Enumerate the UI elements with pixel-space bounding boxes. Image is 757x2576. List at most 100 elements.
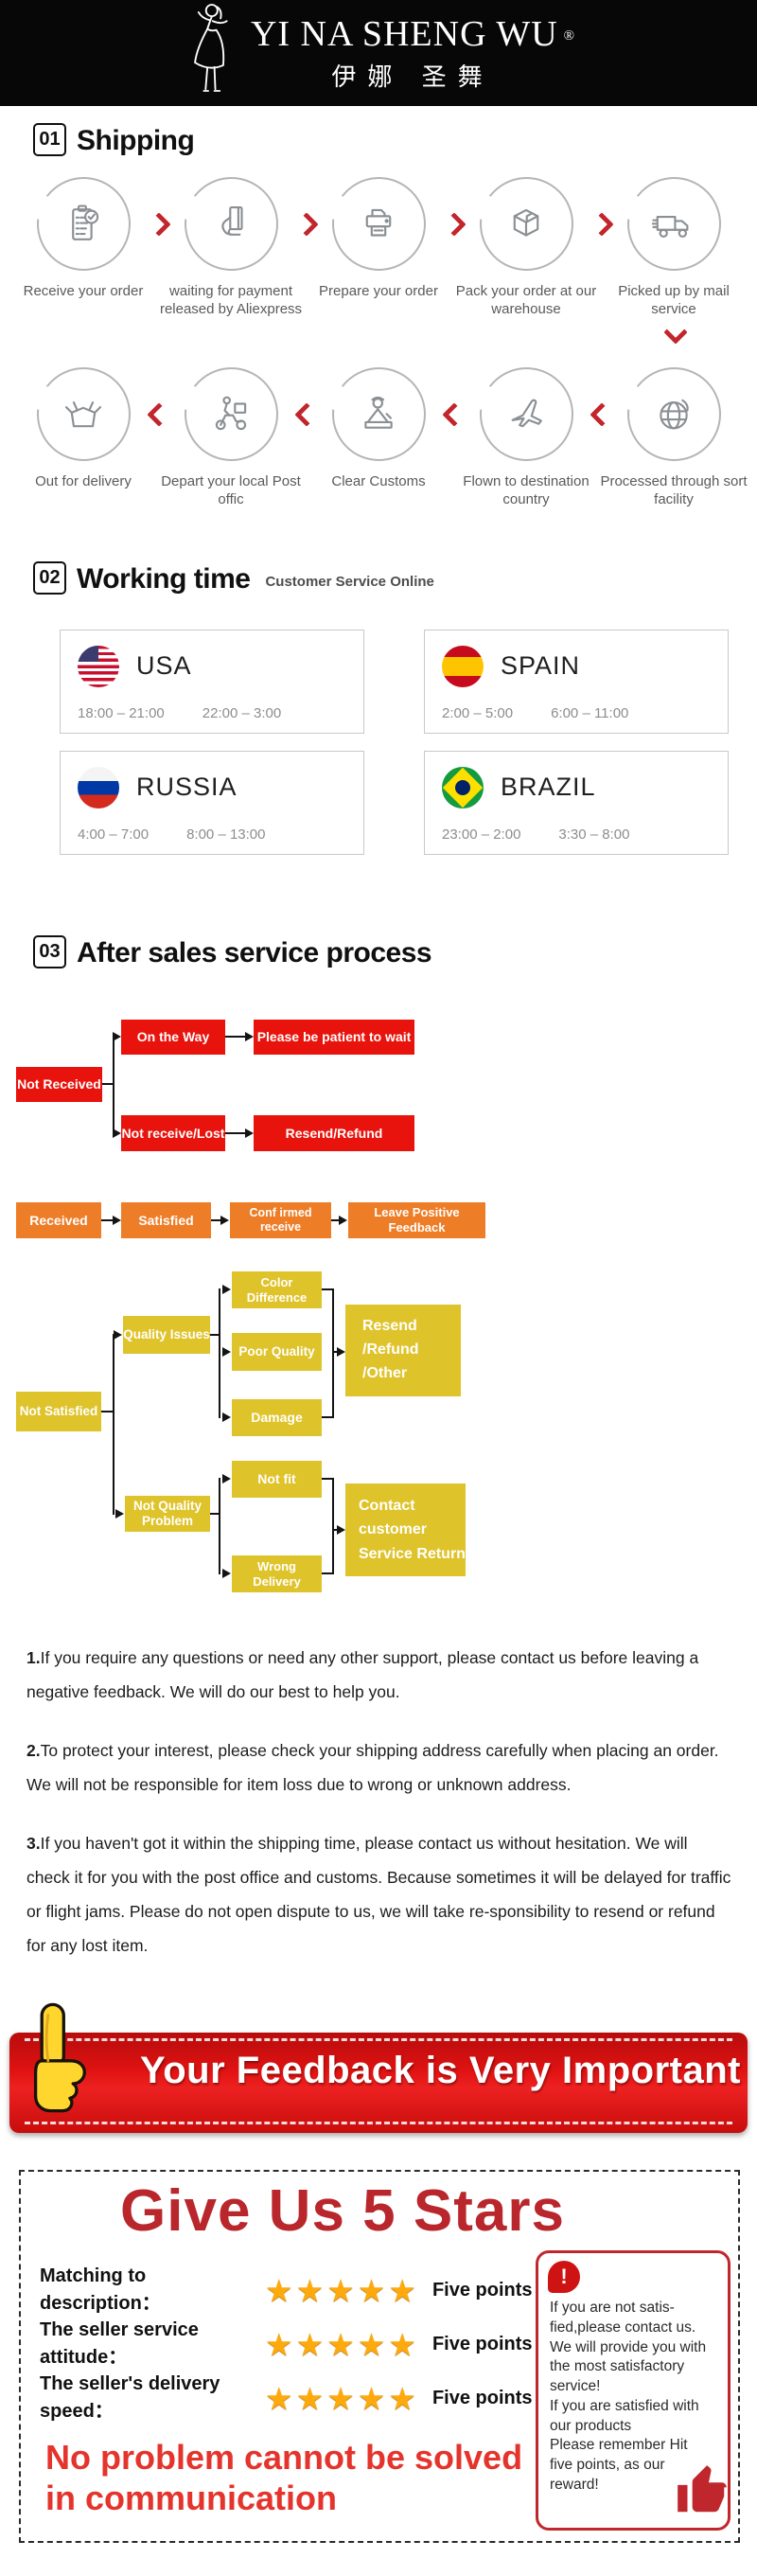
flow-connector bbox=[322, 1416, 333, 1418]
flow-arrowhead bbox=[113, 1128, 121, 1138]
red-thumbs-up-icon bbox=[673, 2461, 731, 2524]
scooter-icon bbox=[215, 396, 247, 430]
rating-row: The seller service attitude： ★★★★★ Five … bbox=[40, 2319, 533, 2368]
shipping-step: Pack your order at our warehouse bbox=[452, 177, 600, 319]
flow-connector bbox=[219, 1288, 220, 1418]
note-paragraph: 2.To protect your interest, please check… bbox=[26, 1733, 734, 1802]
flow-connector bbox=[332, 1529, 338, 1531]
step-label: Depart your local Post offic bbox=[161, 473, 301, 507]
section-title: After sales service process bbox=[77, 937, 432, 968]
exclamation-icon bbox=[548, 2261, 580, 2293]
section-number-badge: 02 bbox=[33, 561, 66, 595]
star-icon: ★ bbox=[265, 2380, 293, 2416]
star-icon: ★ bbox=[295, 2326, 325, 2362]
flow-arrowhead bbox=[339, 1216, 347, 1225]
flow-connector bbox=[322, 1288, 333, 1290]
feedback-banner: Your Feedback is Very Important bbox=[0, 1983, 757, 2142]
step-label: Pack your order at our warehouse bbox=[455, 283, 597, 317]
step-circle bbox=[626, 367, 721, 461]
star-icon: ★ bbox=[326, 2272, 355, 2308]
shipping-step: Processed through sort facility bbox=[600, 367, 748, 509]
shipping-section-heading: 01 Shipping bbox=[33, 123, 195, 156]
airplane-icon bbox=[511, 399, 542, 427]
payment-card-hand-icon bbox=[221, 205, 243, 236]
country-name: BRAZIL bbox=[501, 773, 596, 801]
star-icon: ★ bbox=[265, 2272, 293, 2308]
star-icon: ★ bbox=[265, 2326, 293, 2362]
flow-box-confirmed-receive: Conf irmed receive bbox=[230, 1202, 331, 1238]
order-checklist-icon bbox=[72, 204, 99, 240]
flow-box-wrong-delivery: Wrong Delivery bbox=[232, 1555, 322, 1592]
registered-mark: ® bbox=[563, 27, 575, 44]
star-icon: ★ bbox=[388, 2380, 416, 2416]
working-time-card-russia: RUSSIA 4:00 – 7:00 8:00 – 13:00 bbox=[60, 751, 364, 855]
working-time-card-usa: USA 18:00 – 21:00 22:00 – 3:00 bbox=[60, 630, 364, 734]
note-paragraph: 3.If you haven't got it within the shipp… bbox=[26, 1826, 734, 1963]
russia-flag-icon bbox=[78, 767, 119, 808]
flow-connector bbox=[211, 1219, 221, 1221]
flow-connector bbox=[322, 1478, 333, 1480]
usa-flag-icon bbox=[78, 646, 119, 687]
delivery-truck-icon bbox=[652, 215, 689, 238]
banner-text: Your Feedback is Very Important bbox=[140, 2050, 741, 2091]
flow-box-resend-refund: Resend/Refund bbox=[254, 1115, 414, 1151]
flow-arrowhead bbox=[222, 1347, 231, 1357]
rating-points: Five points bbox=[431, 2387, 533, 2408]
flow-arrowhead bbox=[245, 1128, 254, 1138]
flow-connector bbox=[225, 1036, 246, 1038]
time-range: 8:00 – 13:00 bbox=[186, 826, 266, 843]
step-label: Out for delivery bbox=[35, 473, 132, 489]
section-title: Working time bbox=[77, 563, 251, 595]
flow-connector bbox=[210, 1513, 220, 1515]
flow-arrowhead bbox=[222, 1285, 231, 1294]
country-name: USA bbox=[136, 651, 192, 680]
shipping-step: Flown to destination country bbox=[452, 367, 600, 509]
globe-icon bbox=[660, 399, 689, 429]
brazil-flag-icon bbox=[442, 767, 484, 808]
working-time-card-spain: SPAIN 2:00 – 5:00 6:00 – 11:00 bbox=[424, 630, 729, 734]
shipping-step: Clear Customs bbox=[305, 367, 452, 491]
brand-name-cjk: 伊娜 圣舞 bbox=[331, 62, 494, 91]
time-range: 6:00 – 11:00 bbox=[551, 705, 629, 721]
flow-connector bbox=[102, 1083, 114, 1085]
flow-arrowhead bbox=[222, 1412, 231, 1422]
note-number: 1. bbox=[26, 1648, 41, 1667]
note-number: 3. bbox=[26, 1834, 41, 1853]
thumbs-up-icon bbox=[19, 1983, 102, 2147]
flow-box-satisfied: Satisfied bbox=[121, 1202, 211, 1238]
package-box-icon bbox=[513, 208, 539, 237]
rating-row: Matching to description： ★★★★★ Five poin… bbox=[40, 2265, 533, 2314]
rating-points: Five points bbox=[431, 2279, 533, 2301]
star-icon: ★ bbox=[326, 2380, 355, 2416]
flow-arrowhead bbox=[245, 1032, 254, 1041]
header: YI NA SHENG WU® 伊娜 圣舞 bbox=[0, 0, 757, 106]
flow-arrowhead bbox=[113, 1216, 121, 1225]
rating-points: Five points bbox=[431, 2333, 533, 2354]
shipping-steps-row-1: Receive your order waiting for payment r… bbox=[0, 177, 757, 357]
step-circle bbox=[626, 177, 721, 271]
working-time-card-brazil: BRAZIL 23:00 – 2:00 3:30 – 8:00 bbox=[424, 751, 729, 855]
star-icon: ★ bbox=[295, 2272, 325, 2308]
note-text: If you require any questions or need any… bbox=[26, 1648, 699, 1701]
flow-connector bbox=[113, 1334, 114, 1515]
customs-officer-icon bbox=[331, 367, 426, 461]
section-number-badge: 03 bbox=[33, 935, 66, 968]
note-paragraph: 1.If you require any questions or need a… bbox=[26, 1641, 734, 1709]
shipping-step: Out for delivery bbox=[9, 367, 157, 491]
step-label: Picked up by mail service bbox=[618, 283, 730, 317]
star-icon: ★ bbox=[388, 2326, 416, 2362]
dancer-logo-icon bbox=[183, 2, 236, 105]
step-label: Prepare your order bbox=[319, 283, 438, 299]
shipping-step: Prepare your order bbox=[305, 177, 452, 301]
step-label: waiting for payment released by Aliexpre… bbox=[159, 283, 303, 317]
flow-connector bbox=[332, 1288, 334, 1418]
working-time-section-heading: 02 Working time Customer Service Online bbox=[33, 561, 434, 595]
star-icon: ★ bbox=[295, 2380, 325, 2416]
flow-connector bbox=[322, 1572, 333, 1574]
five-stars-title: Give Us 5 Stars bbox=[120, 2178, 565, 2244]
step-label: Processed through sort facility bbox=[600, 473, 748, 507]
brand-name-row: YI NA SHENG WU® bbox=[251, 13, 574, 55]
after-sales-flowchart: Not Received On the Way Please be patien… bbox=[0, 1015, 757, 1626]
flow-arrowhead bbox=[337, 1347, 345, 1357]
rating-row: The seller's delivery speed： ★★★★★ Five … bbox=[40, 2373, 533, 2422]
